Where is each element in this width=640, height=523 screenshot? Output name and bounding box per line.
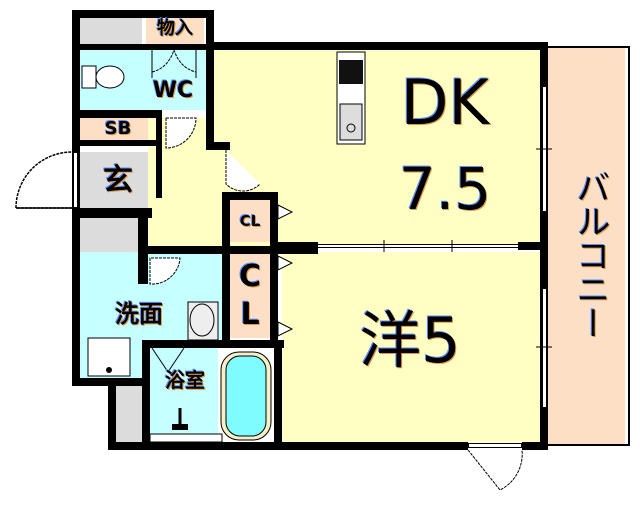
storage-gray-bottom [116,382,146,442]
balcony-label: バルコニー [570,170,610,340]
western-room-label: 洋5 [359,304,461,377]
balcony-floor[interactable] [548,46,630,446]
wall-outer-top-left [72,10,212,18]
entrance-label: 玄 [103,163,133,198]
closet-large-label-l: L [240,297,260,332]
closet-small-label: CL [239,212,261,230]
shower-faucet-icon [149,408,223,443]
closet-large-floor [230,252,270,338]
shoe-box-label: SB [104,118,132,139]
entrance-floor [80,152,156,208]
storage-gray-top [80,18,142,44]
wall-sb-divider [72,140,158,146]
sliding-door-dk-western[interactable] [318,244,518,248]
wall-storage-divider [72,44,214,50]
entrance-door-swing-icon [15,151,73,209]
wall-outer-top [206,42,548,50]
wall-bath-left [142,340,150,450]
shoe-box-floor [80,118,156,140]
storage-top-floor [146,18,204,44]
wall-entrance-bottom [72,208,152,218]
wall-bath-top [142,340,284,348]
wall-closet-left [222,192,230,348]
wall-closet-right [270,192,278,348]
wall-top-right-col [206,10,214,50]
wall-wc-bottom [72,110,162,118]
wall-dk-western-divider-left [278,242,318,250]
window-western [542,288,547,408]
closet-small-floor [230,200,270,242]
wall-dk-left-step [206,142,230,150]
wall-bottom-left-col [108,378,116,450]
washing-machine-space-icon [87,337,131,377]
toilet-icon [81,65,125,89]
closet-large-label-c: C [238,259,262,294]
dk-size-label: 7.5 [398,155,492,223]
wash-basin-icon [187,301,219,341]
wc-door-icon [151,48,197,78]
kitchen-sink-stove-icon [336,51,366,145]
storage-top-label: 物入 [157,18,193,39]
exterior-door-bottom[interactable] [468,443,522,448]
washroom-label: 洗面 [115,300,163,328]
wall-outer-right [540,42,548,450]
wall-dk-left [206,50,214,148]
wall-outer-bottom [108,442,468,450]
wc-label: WC [152,78,194,103]
wall-outer-bottom-right [522,442,548,450]
western-room-floor[interactable] [282,252,540,442]
closet-door-triangles-icon [277,204,294,337]
wall-closet-top [222,192,278,200]
dk-label: DK [400,66,490,139]
wall-dk-western-divider-right [518,242,542,250]
wall-bath-right [274,340,282,450]
bathroom-label: 浴室 [165,368,205,392]
wall-entrance-right [156,118,162,198]
bathtub-icon [220,351,272,441]
entrance-window [73,152,78,208]
